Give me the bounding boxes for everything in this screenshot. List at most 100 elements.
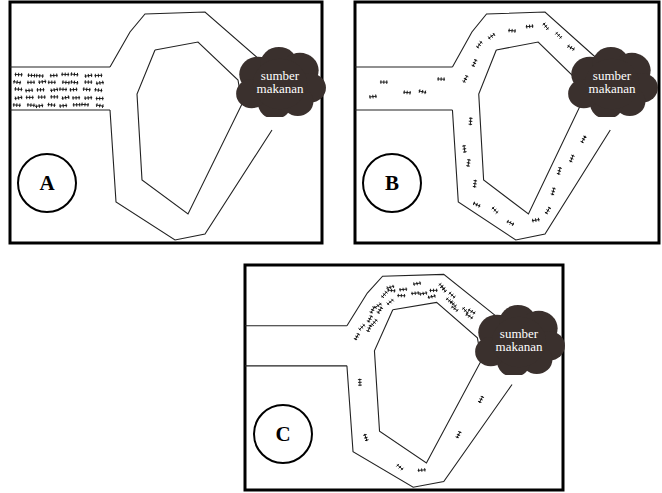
- ant: [399, 287, 407, 291]
- panel-letter: C: [275, 424, 290, 445]
- food-source-label: sumber makanan: [487, 327, 551, 353]
- trail-edge: [452, 12, 598, 67]
- ant: [36, 74, 44, 78]
- ant: [445, 297, 453, 305]
- ant: [580, 135, 587, 144]
- ant: [550, 187, 555, 196]
- ant: [94, 74, 102, 78]
- ant: [555, 31, 563, 39]
- ant: [358, 379, 362, 387]
- ant: [473, 179, 478, 187]
- trail-edge: [245, 325, 347, 326]
- ant: [84, 96, 92, 100]
- ant: [386, 285, 395, 290]
- ant: [387, 288, 396, 292]
- ant: [455, 431, 462, 439]
- trail-edge: [355, 109, 452, 110]
- ant: [81, 103, 89, 107]
- ant: [363, 433, 369, 441]
- ant: [13, 80, 21, 85]
- ant: [427, 294, 436, 299]
- panel-frame: [245, 265, 563, 490]
- ant: [96, 81, 104, 86]
- ant: [466, 159, 471, 167]
- trail-edge: [245, 365, 347, 366]
- panel: [10, 2, 322, 243]
- ant: [506, 219, 515, 226]
- trail-edge: [374, 302, 481, 463]
- food-source-cloud: sumber makanan: [472, 305, 566, 375]
- ant: [84, 73, 92, 78]
- ant: [59, 104, 67, 108]
- trail-edge: [355, 66, 452, 67]
- ant: [448, 291, 456, 299]
- trail-edge: [110, 12, 260, 67]
- ant: [14, 87, 22, 91]
- ant: [62, 80, 70, 84]
- panel: [245, 265, 563, 490]
- ant: [27, 103, 35, 107]
- panel-letter: A: [39, 173, 54, 194]
- ant: [72, 96, 80, 100]
- food-source-label: sumber makanan: [580, 69, 644, 95]
- ant: [14, 95, 22, 100]
- ant: [380, 80, 388, 84]
- ant: [38, 80, 46, 85]
- ant: [544, 206, 551, 215]
- panel-label-circle: C: [253, 404, 313, 464]
- trail-edge: [137, 42, 242, 214]
- ant: [491, 206, 499, 214]
- ant: [396, 463, 405, 471]
- ant: [96, 103, 104, 108]
- ant: [467, 308, 476, 315]
- ant: [472, 201, 481, 208]
- ant: [542, 22, 550, 31]
- ant: [403, 90, 411, 94]
- ant: [469, 117, 473, 125]
- ant: [70, 72, 78, 76]
- ant: [380, 291, 388, 299]
- ant: [386, 298, 395, 305]
- ant: [83, 87, 91, 91]
- trail-edge: [452, 110, 610, 240]
- ant: [370, 318, 378, 326]
- ant: [478, 395, 485, 403]
- ant: [508, 29, 516, 33]
- ant: [84, 80, 92, 84]
- ant: [27, 80, 35, 84]
- ant: [50, 95, 58, 99]
- panel: [355, 2, 659, 243]
- ant: [413, 281, 422, 286]
- ant: [48, 80, 56, 84]
- trail-edge: [479, 42, 581, 214]
- ant: [73, 103, 81, 107]
- ant: [462, 145, 467, 153]
- ant: [13, 103, 21, 107]
- ant: [50, 73, 58, 77]
- ant: [476, 40, 483, 49]
- ant: [532, 218, 540, 223]
- trail-edge: [10, 109, 110, 110]
- ant: [366, 324, 373, 332]
- panel-letter: B: [385, 173, 399, 194]
- ant: [96, 97, 104, 101]
- ant: [429, 289, 437, 293]
- panel-frame: [10, 2, 322, 243]
- trail-edge: [10, 66, 110, 67]
- ant: [70, 80, 78, 85]
- ant: [25, 88, 33, 92]
- ant: [397, 294, 405, 298]
- panel-label-circle: A: [17, 153, 77, 213]
- panel-frame: [355, 2, 659, 243]
- ant: [465, 313, 474, 320]
- ant: [59, 87, 67, 91]
- trail-edge: [110, 110, 272, 240]
- ant: [471, 59, 478, 68]
- ant: [487, 32, 495, 40]
- ant: [418, 468, 426, 472]
- ant: [61, 95, 69, 100]
- food-source-cloud: sumber makanan: [233, 47, 327, 117]
- ant: [376, 306, 383, 314]
- ant: [69, 87, 77, 91]
